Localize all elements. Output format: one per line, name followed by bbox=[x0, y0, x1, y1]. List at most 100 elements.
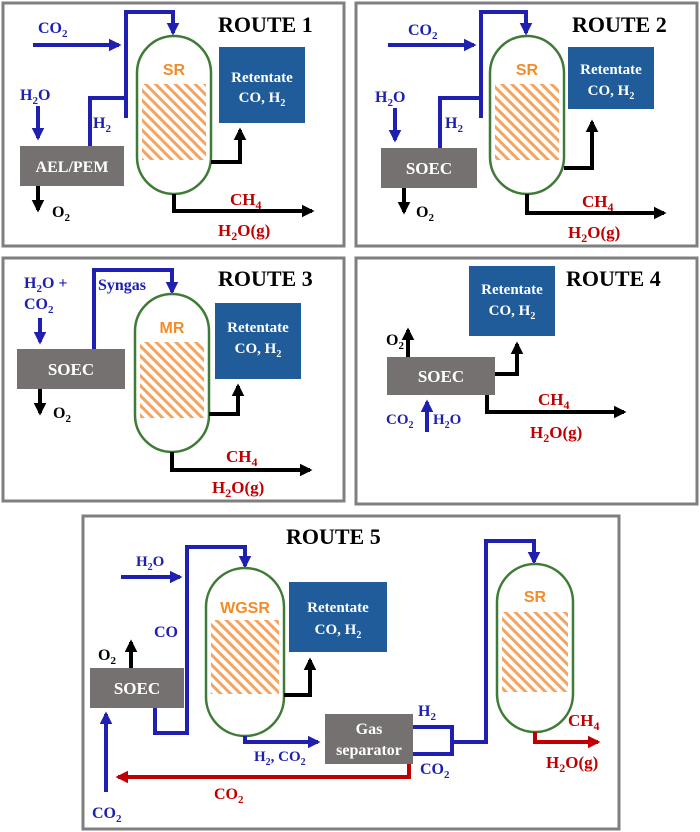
route-2-retentate-box bbox=[568, 47, 654, 109]
route-4-retentate-arrow bbox=[495, 341, 524, 376]
route-5-retentate-box bbox=[289, 582, 387, 652]
route-3-feed-line2: CO2 bbox=[24, 296, 54, 316]
route-5-co2-out-label: CO2 bbox=[420, 761, 450, 781]
route-1-h2-riser bbox=[88, 96, 126, 146]
route-1-retentate-line1: Retentate bbox=[231, 70, 293, 86]
route-5-separator-line1: Gas bbox=[356, 721, 383, 738]
route-5-retentate-arrow bbox=[284, 657, 317, 697]
route-1-panel: ROUTE 1 CO2 H2O H2 AEL/PEM O2 SR Retenta… bbox=[1, 1, 346, 248]
route-2-panel: ROUTE 2 CO2 H2O H2 SOEC O2 SR Retentate … bbox=[354, 1, 699, 248]
route-5-retentate-line1: Retentate bbox=[307, 600, 369, 616]
route-1-reactor-label: SR bbox=[163, 62, 186, 79]
route-5-sr-label: SR bbox=[524, 589, 547, 606]
route-5-sr-bed bbox=[502, 612, 568, 692]
route-5-h2co2-label: H2, CO2 bbox=[254, 749, 306, 768]
route-5-to-separator-arrow bbox=[243, 735, 321, 749]
route-5-h2-line-arrow bbox=[413, 539, 541, 744]
route-2-retentate-arrow bbox=[564, 119, 599, 170]
route-4-electrolyzer-label: SOEC bbox=[418, 367, 464, 386]
route-4-h2o-feed-label: H2O bbox=[433, 412, 461, 431]
route-3-reactor-label: MR bbox=[160, 320, 185, 337]
route-2-catalyst-bed bbox=[495, 84, 559, 160]
route-4-ch4-label: CH4 bbox=[538, 390, 570, 412]
route-2-h2-riser bbox=[438, 96, 481, 148]
route-4-product-arrow bbox=[485, 395, 627, 419]
route-5-co2-feed-label: CO2 bbox=[92, 805, 122, 825]
route-3-o2-label: O2 bbox=[53, 405, 71, 425]
route-2-o2-label: O2 bbox=[416, 204, 434, 224]
route-2-title: ROUTE 2 bbox=[572, 12, 667, 37]
route-5-retentate-line2: CO, H2 bbox=[315, 622, 362, 641]
route-2-h2-label: H2 bbox=[445, 115, 463, 135]
route-3-retentate-line2: CO, H2 bbox=[235, 341, 282, 360]
route-1-product-arrow bbox=[172, 194, 315, 218]
route-5-gas-separator-box bbox=[325, 714, 413, 764]
route-3-electrolyzer-box bbox=[17, 349, 125, 389]
route-4-retentate-box bbox=[469, 266, 555, 336]
route-5-electrolyzer-label: SOEC bbox=[114, 679, 160, 698]
route-5-co2-recycle-label: CO2 bbox=[214, 786, 244, 806]
route-2-reactor-label: SR bbox=[516, 62, 539, 79]
route-3-syngas-arrow bbox=[92, 268, 179, 350]
route-1-o2-label: O2 bbox=[52, 204, 70, 224]
route-3-catalyst-bed bbox=[140, 342, 204, 418]
route-1-electrolyzer-label: AEL/PEM bbox=[36, 159, 109, 176]
route-4-electrolyzer-box bbox=[387, 357, 495, 395]
route-3-retentate-arrow bbox=[209, 383, 245, 416]
route-1-h2-line-arrow bbox=[124, 10, 180, 118]
route-3-retentate-box bbox=[215, 303, 301, 379]
route-3-feed-line1: H2O + bbox=[24, 275, 68, 295]
route-2-retentate-line2: CO, H2 bbox=[588, 83, 635, 102]
route-5-h2-label: H2 bbox=[418, 703, 436, 723]
route-4-retentate-line1: Retentate bbox=[481, 282, 543, 298]
route-2-h2o-label: H2O bbox=[375, 89, 405, 109]
route-2-electrolyzer-box bbox=[381, 148, 477, 188]
route-1-retentate-arrow bbox=[211, 127, 247, 164]
route-4-panel: ROUTE 4 Retentate CO, H2 O2 SOEC CO2 H2O… bbox=[354, 256, 699, 506]
route-3-ch4-label: CH4 bbox=[226, 447, 258, 469]
route-5-co-label: CO bbox=[154, 624, 178, 641]
route-1-ch4-label: CH4 bbox=[230, 190, 262, 212]
route-1-retentate-line2: CO, H2 bbox=[239, 90, 286, 109]
route-2-h2-line-arrow bbox=[479, 10, 533, 118]
route-3-retentate-line1: Retentate bbox=[227, 320, 289, 336]
route-2-co2-label: CO2 bbox=[408, 22, 438, 42]
route-5-o2-label: O2 bbox=[98, 647, 116, 667]
route-3-title: ROUTE 3 bbox=[218, 266, 313, 291]
route-2-ch4-label: CH4 bbox=[582, 192, 614, 214]
route-2-electrolyzer-label: SOEC bbox=[406, 159, 452, 178]
route-4-retentate-line2: CO, H2 bbox=[489, 303, 536, 322]
route-1-h2o-label: H2O bbox=[20, 87, 50, 107]
route-4-h2og-label: H2O(g) bbox=[530, 423, 582, 445]
route-5-co2-recycle-arrow bbox=[115, 764, 411, 784]
route-4-o2-label: O2 bbox=[386, 332, 404, 352]
route-3-h2og-label: H2O(g) bbox=[212, 478, 264, 500]
route-1-co2-label: CO2 bbox=[38, 20, 68, 40]
route-1-h2og-label: H2O(g) bbox=[218, 221, 270, 243]
route-2-h2og-label: H2O(g) bbox=[568, 223, 620, 245]
route-2-product-arrow bbox=[525, 194, 667, 220]
route-5-wgsr-bed bbox=[211, 620, 279, 694]
route-5-ch4-label: CH4 bbox=[568, 711, 600, 733]
route-5-wgsr-label: WGSR bbox=[220, 600, 270, 617]
route-5-separator-line2: separator bbox=[336, 742, 402, 759]
route-1-h2-label: H2 bbox=[93, 115, 111, 135]
route-5-title: ROUTE 5 bbox=[286, 524, 381, 549]
route-1-catalyst-bed bbox=[142, 84, 206, 160]
route-1-electrolyzer-box bbox=[20, 146, 124, 186]
route-5-electrolyzer-box bbox=[90, 668, 184, 708]
route-3-product-arrow bbox=[170, 452, 313, 477]
route-3-panel: ROUTE 3 H2O + CO2 Syngas SOEC O2 MR Rete… bbox=[1, 256, 346, 503]
route-3-electrolyzer-label: SOEC bbox=[48, 360, 94, 379]
route-5-panel: ROUTE 5 H2O CO O2 SOEC CO2 WGSR Retentat… bbox=[81, 514, 621, 831]
route-5-h2og-label: H2O(g) bbox=[546, 753, 598, 775]
route-5-h2o-label: H2O bbox=[136, 554, 164, 573]
route-1-title: ROUTE 1 bbox=[218, 12, 313, 37]
route-4-title: ROUTE 4 bbox=[566, 266, 661, 291]
route-1-retentate-box bbox=[219, 47, 305, 123]
route-4-co2-feed-label: CO2 bbox=[386, 412, 414, 431]
route-3-syngas-label: Syngas bbox=[98, 277, 146, 294]
route-5-product-arrow bbox=[533, 732, 601, 749]
